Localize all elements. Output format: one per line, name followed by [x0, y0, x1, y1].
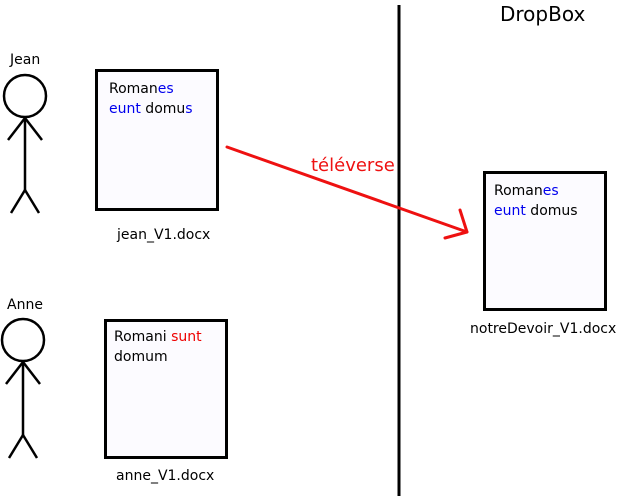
document-shared: Romanes eunt domus	[483, 171, 607, 311]
document-anne: Romani sunt domum	[104, 319, 228, 459]
person-label-anne: Anne	[7, 297, 43, 313]
person-label-jean: Jean	[10, 52, 41, 68]
stick-figure-jean	[2, 73, 48, 214]
document-jean: Romanes eunt domus	[95, 69, 219, 211]
dropbox-title: DropBox	[500, 2, 586, 26]
document-jean-line2: eunt domus	[109, 101, 193, 117]
stick-figure-anne	[0, 317, 46, 459]
filename-shared: notreDevoir_V1.docx	[470, 321, 617, 337]
filename-jean: jean_V1.docx	[117, 227, 211, 243]
document-shared-line1: Romanes	[494, 183, 559, 199]
upload-arrow	[225, 145, 469, 240]
filename-anne: anne_V1.docx	[116, 468, 215, 484]
document-jean-line1: Romanes	[109, 81, 174, 97]
document-jean-text: Romanes eunt domus	[109, 79, 193, 119]
arrow-label: téléverse	[311, 155, 395, 176]
document-anne-line1: Romani sunt	[114, 329, 202, 345]
document-shared-line2: eunt domus	[494, 203, 578, 219]
document-anne-text: Romani sunt domum	[114, 327, 202, 367]
document-shared-text: Romanes eunt domus	[494, 181, 578, 221]
document-anne-line2: domum	[114, 349, 168, 365]
